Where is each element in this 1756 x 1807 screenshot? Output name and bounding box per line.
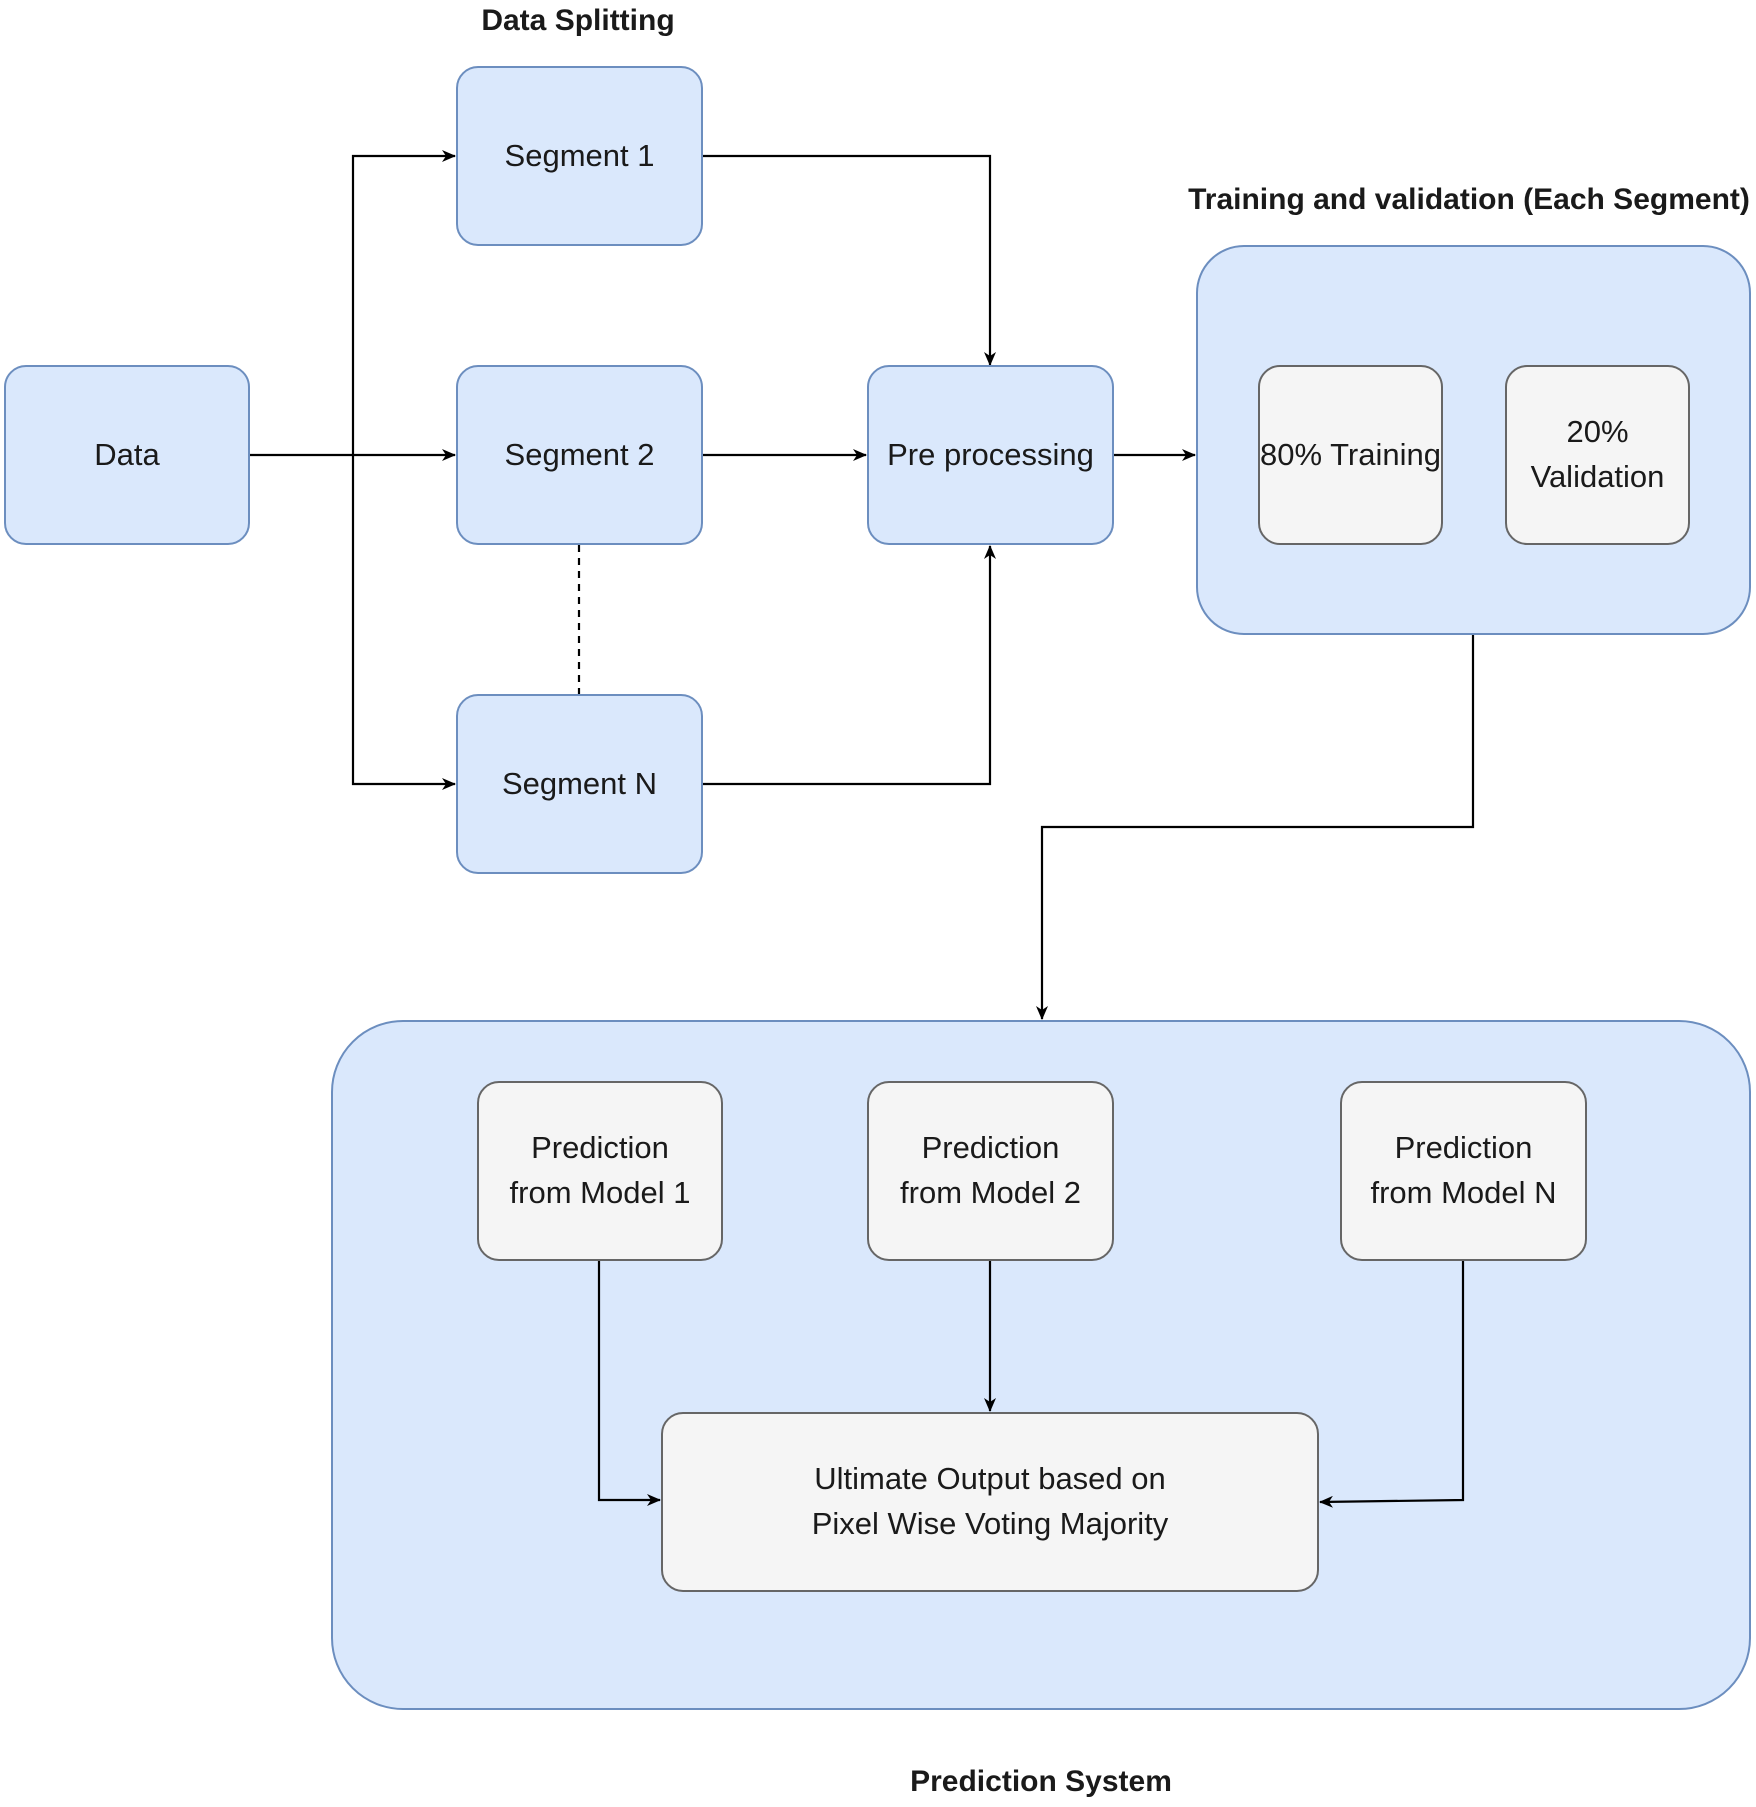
segment-1-node: Segment 1 — [456, 66, 703, 246]
segment-2-node: Segment 2 — [456, 365, 703, 545]
edge-segment-1-to-preprocessing — [703, 154, 996, 366]
training-validation-heading: Training and validation (Each Segment) — [1188, 183, 1750, 216]
preprocessing-node: Pre processing — [867, 365, 1114, 545]
edge-training-to-prediction — [1036, 635, 1475, 1020]
prediction-model-1-node: Prediction from Model 1 — [477, 1081, 723, 1261]
segment-n-node: Segment N — [456, 694, 703, 874]
edge-segment-n-to-preprocessing — [703, 545, 996, 786]
training-node: 80% Training — [1258, 365, 1443, 545]
edge-pred-1-to-output — [597, 1260, 661, 1506]
data-splitting-heading: Data Splitting — [481, 4, 675, 37]
data-node: Data — [4, 365, 250, 545]
edge-split-to-segment-1 — [351, 150, 456, 455]
edge-split-to-segment-n — [351, 455, 456, 790]
prediction-model-2-node: Prediction from Model 2 — [867, 1081, 1114, 1261]
ultimate-output-node: Ultimate Output based on Pixel Wise Voti… — [661, 1412, 1319, 1592]
prediction-system-heading: Prediction System — [910, 1765, 1172, 1798]
edge-pred-n-to-output — [1319, 1260, 1465, 1508]
validation-node: 20% Validation — [1505, 365, 1690, 545]
prediction-model-n-node: Prediction from Model N — [1340, 1081, 1587, 1261]
